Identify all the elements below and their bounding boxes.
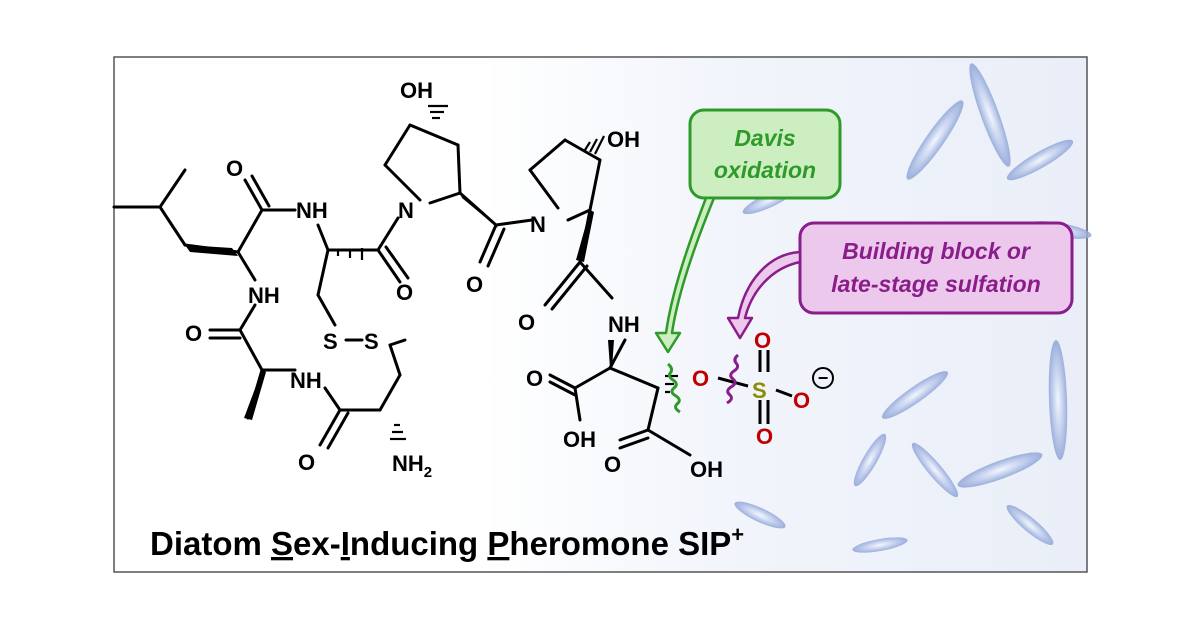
atom-o-hyp2: O [518,310,535,335]
atom-nh-ala: NH [290,368,322,393]
davis-oxidation-callout: Davis oxidation [654,108,842,354]
diatom-shape [734,501,786,529]
atom-nh-cys1: NH [296,198,328,223]
sulfate-group: O O S O O − [692,328,834,449]
title-underlined-initial: I [341,525,350,562]
diatom-shape [957,452,1043,488]
atom-o-leu: O [226,156,243,181]
davis-callout-line2: oxidation [714,157,816,183]
davis-arrow [654,196,716,354]
atom-nh2: NH2 [392,451,432,481]
diatom-shape [911,442,959,498]
atom-nh-leu: NH [248,283,280,308]
atom-o-acid1: O [526,366,543,391]
sulfur-atom: S [752,378,767,403]
sulfation-callout-line1: Building block or [842,238,1031,264]
sulfation-callout: Building block or late-stage sulfation [726,221,1074,340]
atom-oh-hyp2: OH [607,127,640,152]
atom-s2: S [364,329,379,354]
davis-disconnection-squiggle [667,362,681,414]
atom-o-cys1: O [396,280,413,305]
title-segment: ex- [293,525,341,562]
stereo-hashes [336,104,678,441]
diatom-shape [1006,504,1054,546]
stereo-wedges [185,193,614,420]
atom-oh-hyp1: OH [400,78,433,103]
diatom-shape [852,537,908,553]
title-segment: nducing [350,525,487,562]
davis-callout-line1: Davis [734,125,795,151]
diatom-shape [1048,340,1068,460]
atom-oh-acid1: OH [563,427,596,452]
atom-o-cys2: O [298,450,315,475]
negative-charge: − [818,368,829,388]
diatom-shape [1006,139,1074,181]
davis-callout-box [688,108,842,200]
atom-s1: S [323,329,338,354]
diatom-shape [906,100,964,180]
atom-o-ala: O [185,321,202,346]
atom-n-hyp2: N [530,212,546,237]
sulfation-callout-box [798,221,1074,315]
atom-o-hyp1: O [466,272,483,297]
sulfation-disconnection-squiggle [726,353,740,405]
diatom-background [734,63,1092,553]
title-superscript: + [731,522,744,547]
diatom-shape [969,63,1011,167]
sulfate-o-right: O [793,388,810,413]
atom-labels: OH OH O NH N O O N NH O S S NH O NH O OH… [185,78,723,482]
atom-oh-acid2: OH [690,457,723,482]
peptide-skeleton [112,123,692,457]
sulfation-callout-line2: late-stage sulfation [831,271,1041,297]
diatom-shape [853,433,887,487]
title-segment: heromone SIP [509,525,731,562]
atom-n-hyp1: N [398,198,414,223]
sulfate-o-ester: O [692,366,709,391]
title-segment: Diatom [150,525,271,562]
atom-o-acid2: O [604,452,621,477]
diatom-shape [881,371,949,419]
negative-charge-circle [812,367,834,389]
sulfate-o-top: O [754,328,771,353]
sulfate-o-bottom: O [756,424,773,449]
atom-nh-hya: NH [608,312,640,337]
title-underlined-initial: S [271,525,293,562]
sulfation-arrow [726,250,802,340]
figure-title: Diatom Sex-Inducing Pheromone SIP+ [150,522,744,562]
title-underlined-initial: P [487,525,509,562]
